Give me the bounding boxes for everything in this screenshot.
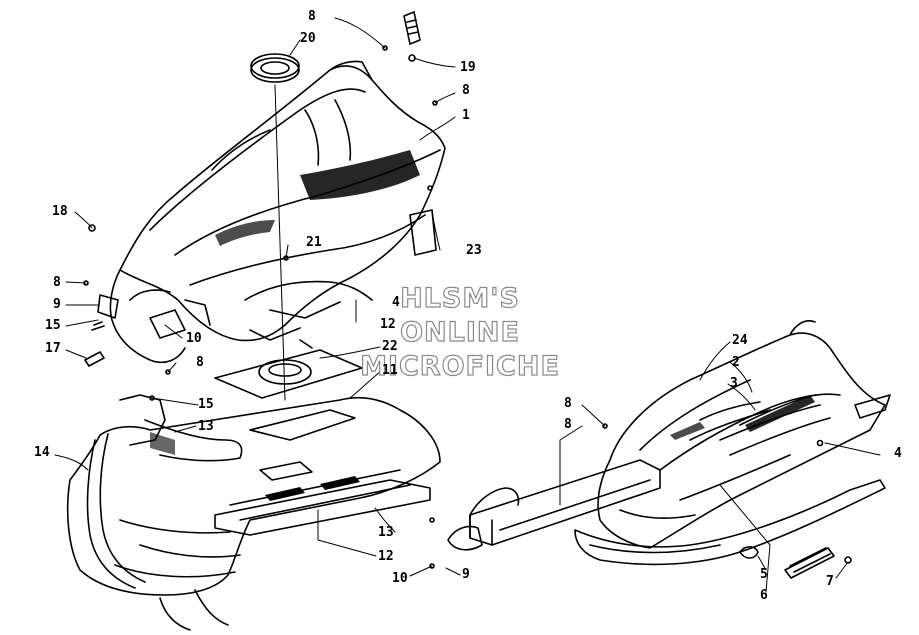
- callout-4-right: 4: [894, 446, 902, 461]
- callout-8-right: 8: [462, 83, 470, 98]
- callout-15-left: 15: [45, 318, 61, 333]
- callout-23: 23: [466, 243, 482, 258]
- callout-18: 18: [52, 204, 68, 219]
- callout-6: 6: [760, 588, 768, 603]
- frame-rail: [447, 459, 661, 551]
- callout-12-mid: 12: [380, 317, 396, 332]
- callout-4-mid: 4: [392, 295, 400, 310]
- callout-8-r2: 8: [564, 417, 572, 432]
- callout-9-bottom: 9: [462, 567, 470, 582]
- callout-1: 1: [462, 108, 470, 123]
- callout-11: 11: [382, 363, 398, 378]
- callout-15-mid: 15: [198, 397, 214, 412]
- callout-22: 22: [382, 339, 398, 354]
- callout-13-bottom: 13: [378, 525, 394, 540]
- callout-8-mid: 8: [196, 355, 204, 370]
- callout-8-r1: 8: [564, 396, 572, 411]
- callout-14: 14: [34, 445, 50, 460]
- callout-13-top: 13: [198, 419, 214, 434]
- callout-7: 7: [826, 574, 834, 589]
- callout-20: 20: [300, 31, 316, 46]
- callout-19: 19: [460, 60, 476, 75]
- callout-24: 24: [732, 333, 748, 348]
- lower-bellypan: [66, 394, 441, 631]
- callout-5: 5: [760, 567, 768, 582]
- callout-3: 3: [730, 376, 738, 391]
- callout-17: 17: [45, 341, 61, 356]
- hood-part: [97, 60, 446, 364]
- callout-8-top: 8: [308, 9, 316, 24]
- callout-10-bottom: 10: [392, 571, 408, 586]
- callout-2: 2: [732, 355, 740, 370]
- leader-lines: [54, 17, 881, 593]
- callout-9-left: 9: [53, 297, 61, 312]
- callout-10-left: 10: [186, 331, 202, 346]
- callout-8-left: 8: [53, 275, 61, 290]
- callout-12-bottom: 12: [378, 549, 394, 564]
- gasket-ring: [250, 53, 300, 83]
- callout-21: 21: [306, 235, 322, 250]
